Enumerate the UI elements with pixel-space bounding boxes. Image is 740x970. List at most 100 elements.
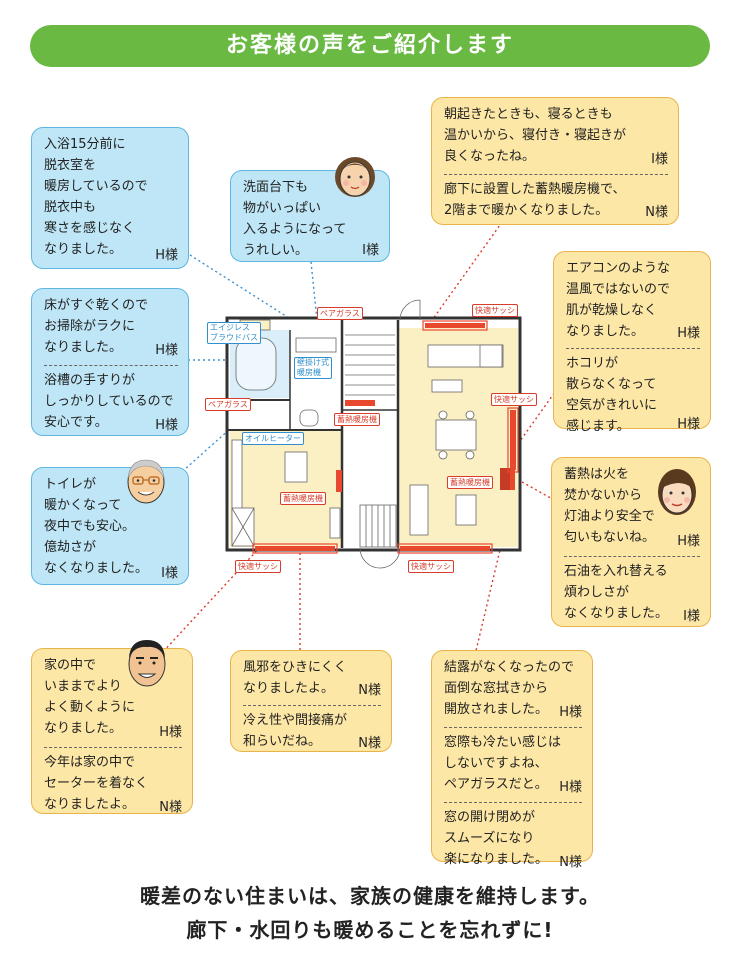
- customer-name: N様: [645, 205, 668, 220]
- testimonial-dry-skin: エアコンのような 温風ではないので 肌が乾燥しなく なりました。 H様 ホコリが…: [553, 251, 711, 434]
- testimonial-line: なりました。: [44, 721, 123, 736]
- customer-name: I様: [683, 609, 700, 624]
- customer-name: H様: [677, 417, 700, 432]
- testimonial-line: 物がいっぱい: [243, 201, 322, 216]
- customer-name: H様: [155, 343, 178, 358]
- man-avatar-icon: [128, 640, 166, 687]
- testimonial-line: なりました。: [44, 242, 123, 257]
- testimonial-line: よく動くように: [44, 700, 136, 715]
- testimonial-line: なりましたよ。: [44, 797, 136, 812]
- testimonial-line: セーターを着なく: [44, 776, 149, 791]
- testimonial-line: スムーズになり: [444, 831, 535, 846]
- testimonial-line: 暖房しているので: [44, 179, 148, 194]
- testimonial-line: 和らいだね。: [243, 734, 322, 749]
- woman-avatar-icon: [335, 157, 375, 197]
- testimonial-line: 蓄熱は火を: [564, 467, 630, 482]
- customer-name: N様: [358, 736, 381, 751]
- testimonial-line: 灯油より安全で: [564, 509, 655, 524]
- testimonial-line: トイレが: [44, 477, 97, 492]
- customer-name: H様: [159, 725, 182, 740]
- footer-message-line1: 暖差のない住まいは、家族の健康を維持します。: [140, 884, 600, 908]
- storage-heater-hall-label: 蓄熱暖房機: [334, 413, 380, 426]
- testimonial-line: しっかりしているので: [44, 394, 174, 409]
- testimonial-line: 面倒な窓拭きから: [444, 681, 549, 696]
- pair-glass-left-label: ペアガラス: [205, 398, 251, 411]
- testimonial-line: 煩わしさが: [564, 585, 630, 600]
- testimonial-line: 浴槽の手すりが: [44, 373, 136, 388]
- comfort-sash-bottom-left-label: 快適サッシ: [235, 560, 281, 573]
- testimonial-line: 楽になりました。: [444, 852, 549, 867]
- testimonial-line: いままでより: [44, 679, 122, 694]
- customer-name: H様: [155, 418, 178, 433]
- testimonial-line: 窓の開け閉めが: [444, 810, 536, 825]
- testimonial-line: 暖かくなって: [44, 498, 122, 513]
- customer-name: H様: [677, 534, 700, 549]
- testimonial-line: うれしい。: [243, 243, 309, 258]
- testimonial-line: なくなりました。: [564, 606, 669, 621]
- customer-name: H様: [559, 780, 582, 795]
- woman-avatar-icon: [658, 469, 696, 515]
- heater-marks: [255, 323, 516, 551]
- testimonial-line: 2階まで暖かくなりました。: [444, 203, 609, 218]
- testimonial-line: 冷え性や間接痛が: [243, 713, 348, 728]
- testimonial-line: 温風ではないので: [566, 282, 671, 297]
- testimonial-line: 朝起きたときも、寝るときも: [444, 107, 613, 122]
- testimonial-line: 寒さを感じなく: [44, 221, 136, 236]
- testimonial-line: なりました。: [44, 340, 123, 355]
- customer-name: H様: [677, 326, 700, 341]
- testimonial-line: 温かいから、寝付き・寝起きが: [444, 128, 627, 143]
- testimonial-line: 今年は家の中で: [44, 755, 136, 770]
- elderly-man-avatar-icon: [127, 459, 165, 504]
- testimonial-line: 感じます。: [566, 419, 630, 434]
- oil-heater-label: オイルヒーター: [242, 432, 304, 445]
- testimonial-line: 家の中で: [44, 658, 97, 673]
- testimonial-line: 空気がきれいに: [566, 398, 658, 413]
- testimonial-line: 入浴15分前に: [44, 137, 126, 152]
- testimonial-windows: 結露がなくなったので 面倒な窓拭きから 開放されました。 H様 窓際も冷たい感じ…: [431, 650, 593, 870]
- customer-name: H様: [155, 248, 178, 263]
- pair-glass-top-label: ペアガラス: [317, 307, 363, 320]
- testimonial-line: 億劫さが: [44, 540, 97, 555]
- storage-heater-right-label: 蓄熱暖房機: [447, 476, 493, 489]
- testimonial-line: なりました。: [566, 324, 645, 339]
- testimonial-line: 脱衣中も: [44, 200, 97, 215]
- testimonial-line: 石油を入れ替える: [564, 564, 668, 579]
- ageless-bath-label: エイジレス ブラウドバス: [207, 322, 261, 344]
- testimonial-line: しないですよね、: [444, 756, 548, 771]
- testimonial-line: お掃除がラクに: [44, 319, 136, 334]
- customer-name: N様: [358, 683, 381, 698]
- testimonial-line: 風邪をひきにくく: [243, 660, 347, 675]
- testimonial-line: 開放されました。: [444, 702, 549, 717]
- comfort-sash-top-label: 快適サッシ: [472, 304, 518, 317]
- testimonial-line: 窓際も冷たい感じは: [444, 735, 562, 750]
- testimonial-line: なくなりました。: [44, 561, 149, 576]
- testimonial-line: 結露がなくなったので: [444, 660, 575, 675]
- testimonial-line: 焚かないから: [564, 488, 643, 503]
- testimonial-line: 匂いもないね。: [564, 530, 656, 545]
- furniture: [231, 319, 504, 547]
- wall-heater-label: 壁掛け式 暖房機: [294, 357, 332, 379]
- customer-name: N様: [559, 855, 582, 870]
- footer-message-line2: 廊下・水回りも暖めることを忘れずに!: [186, 918, 554, 942]
- testimonial-line: ペアガラスだと。: [444, 777, 548, 792]
- testimonial-line: 良くなったね。: [444, 149, 536, 164]
- storage-heater-left-label: 蓄熱暖房機: [280, 492, 326, 505]
- testimonial-line: なりましたよ。: [243, 681, 335, 696]
- testimonial-bathroom-floor: 床がすぐ乾くので お掃除がラクに なりました。 H様 浴槽の手すりが しっかりし…: [31, 288, 189, 436]
- comfort-sash-right-label: 快適サッシ: [491, 393, 537, 406]
- testimonial-line: 洗面台下も: [243, 180, 309, 195]
- testimonial-line: 散らなくなって: [566, 377, 657, 392]
- testimonial-line: 入るようになって: [243, 222, 347, 237]
- testimonial-line: 夜中でも安心。: [44, 519, 136, 534]
- customer-name: I様: [651, 152, 668, 167]
- customer-name: I様: [161, 566, 178, 581]
- customer-name: H様: [559, 705, 582, 720]
- testimonial-line: 床がすぐ乾くので: [44, 298, 149, 313]
- testimonial-sleep: 朝起きたときも、寝るときも 温かいから、寝付き・寝起きが 良くなったね。 I様 …: [431, 97, 679, 225]
- testimonial-line: 肌が乾燥しなく: [566, 303, 658, 318]
- customer-name: N様: [159, 800, 182, 815]
- testimonial-line: 脱衣室を: [44, 158, 97, 173]
- testimonial-bathing: 入浴15分前に 脱衣室を 暖房しているので 脱衣中も 寒さを感じなく なりました…: [31, 127, 189, 269]
- testimonial-activity: 家の中で いままでより よく動くように なりました。 H様 今年は家の中で セー…: [31, 648, 193, 815]
